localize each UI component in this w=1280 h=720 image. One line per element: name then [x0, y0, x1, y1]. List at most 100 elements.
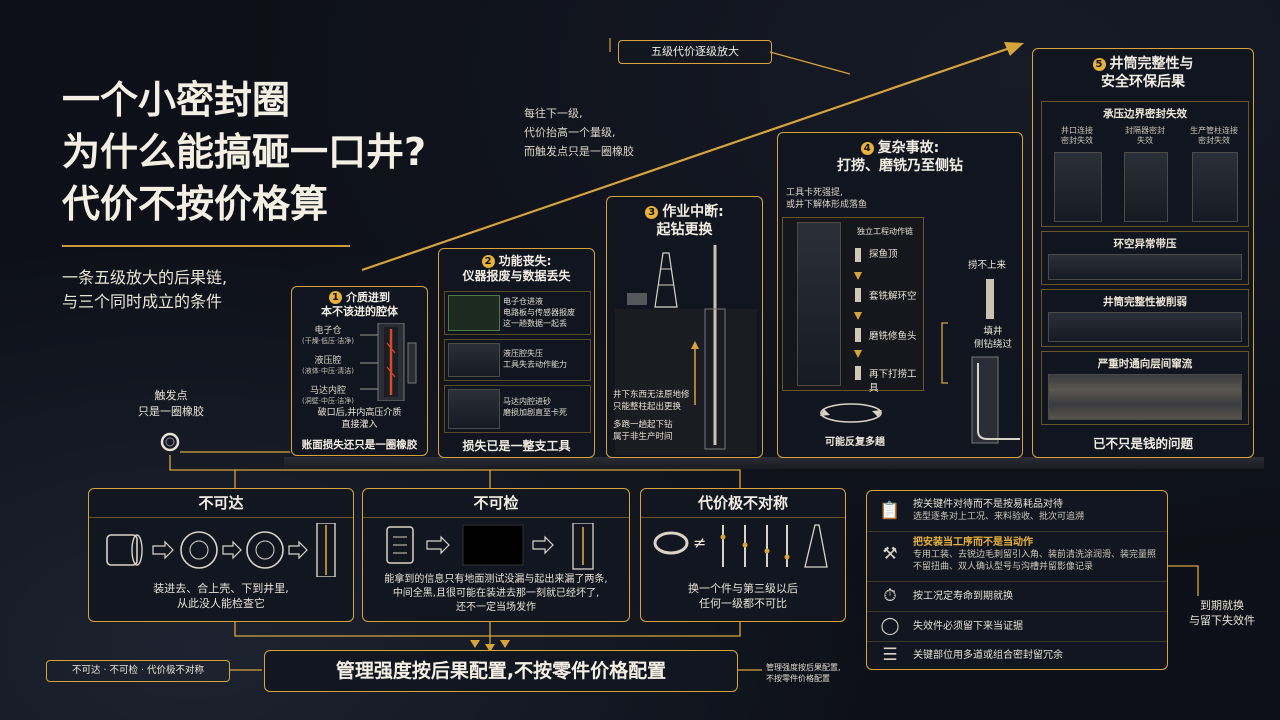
stage2-number: 2 — [481, 255, 495, 268]
sidetrack-diagram — [941, 279, 1020, 444]
stage4-title-1: 复杂事故: — [877, 140, 940, 156]
side-note-2: 与留下失效件 — [1189, 614, 1255, 627]
stacked-rings-icon: ☰ — [882, 645, 898, 665]
condition-unreachable-text: 装进去、合上壳、下到井里, 从此没人能检查它 — [89, 581, 353, 611]
pressure-boundary-box: 承压边界密封失效 井口连接密封失效 封隔器密封失效 生产管柱连接密封失效 — [1041, 101, 1249, 227]
stage1-pedestal — [284, 457, 434, 469]
stage2-title-1: 功能丧失: — [498, 254, 552, 268]
timer-icon: ⏱ — [883, 586, 897, 606]
annulus-image — [1048, 254, 1242, 280]
stage3-note-3: 多跑一趟起下钻 — [613, 420, 673, 430]
stage1-label-1-sub: (干燥·低压·洁净) — [302, 337, 354, 345]
oring-compare-icon — [653, 531, 689, 555]
cond3-line-1: 换一个件与第三级以后 — [688, 582, 798, 595]
stage3-note-2: 只能整柱起出更换 — [613, 402, 682, 412]
stage4-title-2: 打捞、磨铣乃至侧钻 — [837, 158, 963, 174]
col-packer: 封隔器密封失效 — [1114, 126, 1176, 146]
trigger-line-1: 触发点 — [154, 389, 188, 402]
measure-4: ◯ 失效件必须留下来当证据 — [867, 611, 1167, 642]
stage1-label-2-sub: (液体·中压·清洁) — [302, 367, 354, 375]
trigger-line-2: 只是一圈橡胶 — [138, 405, 204, 418]
stage2-pedestal — [432, 457, 602, 469]
stage1-label-3: 马达内腔 — [309, 386, 346, 396]
annulus-pressure-box: 环空异常带压 — [1041, 231, 1249, 285]
stage4-bypass: 侧钻绕过 — [974, 339, 1013, 350]
subtitle-line-2: 与三个同时成立的条件 — [62, 292, 223, 311]
stage3-note-1: 井下东西无法原地修 — [613, 390, 690, 400]
annulus-pressure-title: 环空异常带压 — [1113, 238, 1177, 250]
page-title: 一个小密封圈 为什么能搞砸一口井? 代价不按价格算 — [62, 74, 426, 230]
chain-step-1: 探鱼顶 — [869, 249, 898, 260]
stage2-item-2: 液压腔失压 工具失去动作能力 — [444, 339, 591, 381]
not-equal-icon: ≠ — [693, 533, 707, 552]
stage4-plug: 填井 — [983, 326, 1003, 337]
stage3-title-2: 起钻更换 — [656, 222, 713, 238]
measure-2-title: 把安装当工序而不是当动作 — [913, 537, 1033, 548]
cond2-line-1: 能拿到的信息只有地面测试没漏与起出来漏了两条, — [384, 574, 608, 585]
stage5-footer: 已不只是钱的问题 — [1092, 436, 1193, 451]
subtitle-line-1: 一条五级放大的后果链, — [62, 268, 228, 287]
cond1-line-1: 装进去、合上壳、下到井里, — [153, 582, 289, 595]
drilling-rig-icon — [615, 245, 757, 455]
stage3-pedestal — [600, 457, 772, 469]
wellbore-image — [797, 222, 841, 386]
stage1-note-2: 直接灌入 — [341, 420, 378, 430]
stage4-sidetrack: 填井 侧钻绕过 — [974, 325, 1012, 351]
stage3-number: 3 — [645, 206, 659, 219]
stage2-footer: 损失已是一整支工具 — [462, 439, 571, 453]
col-wellhead-b: 密封失效 — [1061, 136, 1093, 145]
title-line-2: 为什么能搞砸一口井? — [62, 130, 427, 174]
measure-4-title: 失效件必须留下来当证据 — [913, 621, 1023, 632]
measure-2: ⚒ 把安装当工序而不是当动作专用工装、去锐边毛刺留引入角、装前清洗涂润滑、装完量… — [867, 531, 1167, 582]
trend-note-1: 每往下一级, — [524, 107, 583, 120]
side-note: 到期就换 与留下失效件 — [1176, 598, 1268, 628]
chain-arrows — [854, 248, 862, 380]
pressure-boundary-title: 承压边界密封失效 — [1103, 108, 1187, 120]
principle-tag-1: 管理强度按后果配置, — [766, 663, 841, 672]
col-wellhead-a: 井口连接 — [1061, 126, 1093, 135]
integrity-title: 井筒完整性被削弱 — [1103, 296, 1187, 308]
stage2-item-3-a: 马达内腔进砂 — [503, 397, 551, 406]
condition-asymmetric-title: 代价极不对称 — [641, 489, 845, 518]
inspection-sequence-icon — [386, 523, 594, 570]
stage5-title-1: 井筒完整性与 — [1109, 56, 1194, 72]
condition-uninspectable-title: 不可检 — [363, 489, 629, 518]
trend-note-3: 而触发点只是一圈橡胶 — [524, 145, 634, 158]
cond2-line-2: 中间全黑,且很可能在装进去那一刻就已经坏了, — [392, 588, 600, 599]
stage4-note-2: 或井下解体形成落鱼 — [786, 200, 868, 210]
stage3-title-1: 作业中断: — [662, 204, 724, 220]
title-line-3: 代价不按价格算 — [62, 182, 329, 226]
stage2-title-2: 仪器报废与数据丢失 — [462, 269, 571, 283]
col-tubing-b: 密封失效 — [1198, 136, 1230, 145]
col-packer-b: 失效 — [1137, 136, 1153, 145]
stage2-item-1-c: 这一趟数据一起丢 — [503, 319, 567, 328]
stage2-item-2-b: 工具失去动作能力 — [503, 360, 567, 369]
trigger-label: 触发点 只是一圈橡胶 — [126, 388, 216, 420]
stage2-item-1-b: 电路板与传感器报废 — [503, 308, 575, 317]
stage5-number: 5 — [1092, 58, 1106, 71]
packer-image — [1124, 152, 1168, 222]
condition-uninspectable: 不可检 能拿到的信息只有地面测试没漏与起出来漏了两条, 中间全黑,且很可能在装进… — [362, 488, 630, 622]
integrity-image — [1048, 312, 1242, 342]
tools-icon: ⚒ — [882, 544, 898, 564]
stage3-note-4: 属于非生产时间 — [613, 432, 673, 442]
tubing-image — [1192, 152, 1238, 222]
clipboard-icon: 📋 — [879, 501, 901, 521]
measure-1: 📋 按关键件对待而不是按易耗品对待选型逐条对上工况、来料验收、批次可追溯 — [867, 491, 1167, 532]
stage1-note-1: 破口后,井内高压介质 — [317, 408, 402, 418]
col-tubing-a: 生产管柱连接 — [1190, 126, 1238, 135]
trend-note-2: 代价抬高一个量级, — [524, 126, 616, 139]
stage1-title-1: 介质进到 — [346, 291, 390, 304]
measure-5: ☰ 关键部位用多道或组合密封留冗余 — [867, 641, 1167, 669]
measures-panel: 📋 按关键件对待而不是按易耗品对待选型逐条对上工况、来料验收、批次可追溯 ⚒ 把… — [866, 490, 1168, 670]
title-line-1: 一个小密封圈 — [62, 78, 291, 122]
wellhead-image — [1054, 152, 1102, 222]
